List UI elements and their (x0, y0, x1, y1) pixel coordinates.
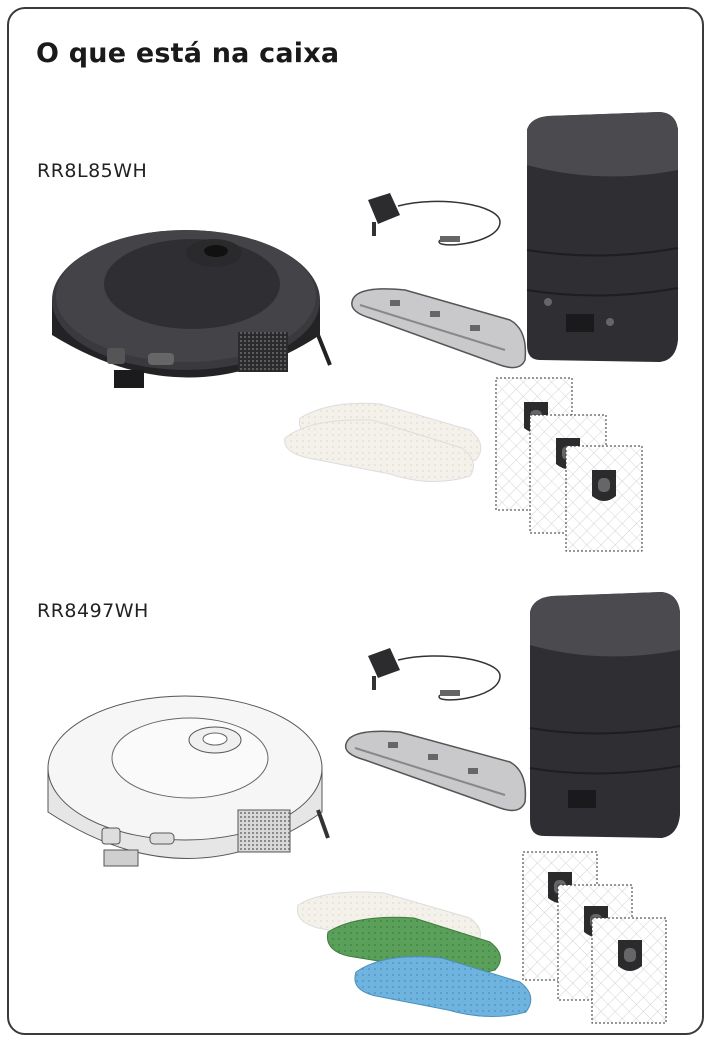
power-adapter-icon (368, 648, 501, 701)
cleaning-pads-white-icon (284, 402, 482, 482)
page-frame (7, 7, 704, 1035)
dock-station-icon (526, 112, 679, 362)
model-label-2: RR8497WH (37, 600, 149, 622)
dock-station-icon (529, 592, 681, 838)
model-label-1: RR8L85WH (37, 160, 148, 182)
cleaning-pad-green-icon (326, 916, 501, 976)
mop-bracket-icon (351, 288, 527, 369)
page-title: O que está na caixa (36, 38, 340, 69)
power-adapter-icon (368, 193, 501, 246)
mop-bracket-icon (344, 730, 527, 812)
dust-bag-icon (565, 445, 643, 552)
robot-vacuum-dark-icon (52, 230, 332, 388)
robot-vacuum-white-icon (47, 695, 330, 867)
cleaning-pad-blue-icon (354, 956, 532, 1018)
dust-bag-icon (591, 917, 667, 1024)
